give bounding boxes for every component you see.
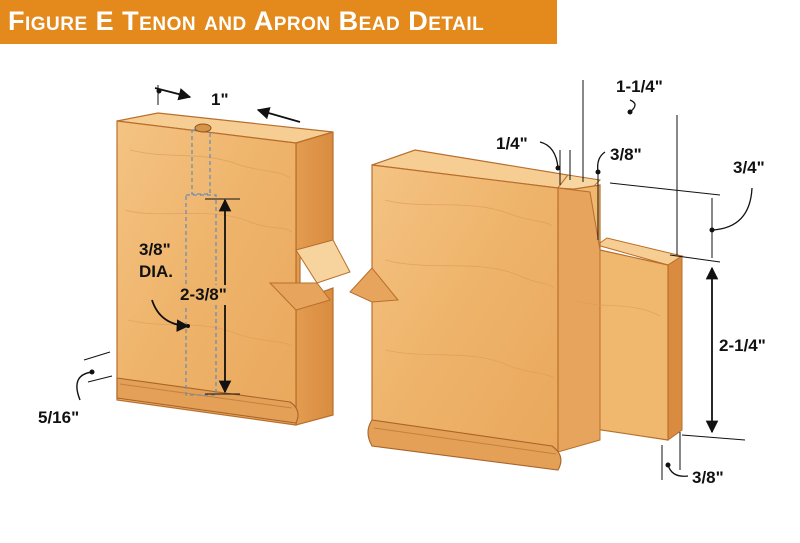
tenon-side: [667, 255, 683, 441]
label-tenon-width: 2-1/4": [719, 336, 766, 355]
label-hole-depth: 2-3/8": [180, 285, 227, 305]
apron-bead: [367, 419, 562, 471]
label-bottom-offset: 3/8": [692, 468, 724, 487]
label-top-offset: 3/4": [733, 158, 765, 177]
label-shoulder-quarter: 1/4": [496, 134, 528, 153]
leg-front-face: [116, 120, 297, 426]
leg-block: [116, 112, 351, 426]
apron-notch: [349, 267, 399, 303]
apron-shoulder-side: [557, 187, 601, 453]
label-tenon-length: 1-1/4": [616, 77, 663, 96]
leg-bead: [116, 377, 299, 424]
label-leg-width: 1": [211, 90, 229, 109]
hole-opening: [194, 123, 212, 133]
leg-notch-bottom: [268, 282, 331, 311]
apron-block: [349, 149, 684, 471]
label-shoulder-three-eighths: 3/8": [610, 145, 642, 164]
label-bead: 5/16": [38, 408, 80, 427]
label-hole-dia-line2: DIA.: [139, 262, 173, 281]
figure-title: Figure E Tenon and Apron Bead Detail: [8, 6, 485, 36]
apron-front-face: [371, 164, 559, 453]
title-bar: Figure E Tenon and Apron Bead Detail: [0, 0, 557, 44]
label-hole-dia-line1: 3/8": [139, 240, 171, 259]
leg-notch-top: [295, 239, 351, 284]
